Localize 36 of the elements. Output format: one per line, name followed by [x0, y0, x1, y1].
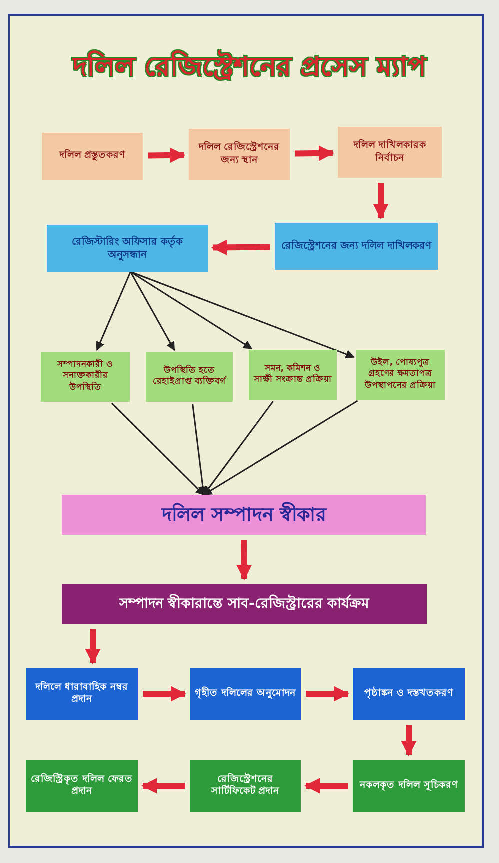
process-banner: সম্পাদন স্বীকারান্তে সাব-রেজিস্ট্রারের কার্যক্রম — [62, 584, 427, 624]
process-box: রেজিস্টারিং অফিসার কর্তৃক অনুসন্ধান — [47, 225, 208, 272]
arrow — [306, 686, 350, 702]
process-box: রেজিস্ট্রেশনের জন্য দলিল দাখিলকরণ — [275, 223, 438, 270]
process-box: সম্পাদনকারী ও সনাক্তকারীর উপস্থিতি — [41, 352, 130, 402]
arrow — [148, 148, 186, 164]
arrow — [373, 183, 389, 220]
process-box: দলিলে ধারাবাহিক নম্বর প্রদান — [26, 668, 138, 720]
process-box: গৃহীত দলিলের অনুমোদন — [190, 668, 301, 720]
arrow — [203, 400, 358, 496]
arrow — [192, 404, 208, 496]
arrow — [401, 725, 417, 757]
arrow — [130, 271, 355, 359]
process-box: দলিল রেজিস্ট্রেশনের জন্য স্থান — [189, 129, 290, 180]
arrow — [111, 402, 205, 496]
title: দলিল রেজিস্ট্রেশনের প্রসেস ম্যাপ — [71, 49, 428, 85]
process-box: দলিল প্রস্তুতকরণ — [42, 133, 143, 180]
arrow — [304, 778, 348, 794]
process-box: পৃষ্ঠাঙ্কন ও দস্তখতকরণ — [353, 668, 465, 720]
process-box: দলিল দাখিলকারক নির্বাচন — [338, 127, 442, 178]
arrow — [85, 629, 101, 665]
arrow — [143, 686, 187, 702]
arrow — [141, 778, 185, 794]
process-box: রেজিস্ট্রিকৃত দলিল ফেরত প্রদান — [26, 760, 138, 812]
process-box: রেজিস্ট্রেশনের সার্টিফিকেট প্রদান — [190, 760, 301, 812]
process-box: সমন, কমিশন ও সাক্ষী সংক্রান্ত প্রক্রিয়া — [249, 350, 337, 400]
arrow — [294, 146, 335, 162]
arrow — [236, 540, 252, 581]
process-box: উইল, পোষ্যপুত্র গ্রহণের ক্ষমতাপত্র উপস্থাপনের প্রক্রিয়া — [356, 350, 445, 400]
arrow — [211, 240, 270, 256]
arrow — [96, 272, 132, 352]
process-box: উপস্থিতি হতে রেহাইপ্রাপ্ত ব্যক্তিবর্গ — [146, 352, 233, 402]
process-box: নকলকৃত দলিল সূচিকরণ — [353, 760, 465, 812]
arrow — [130, 271, 253, 350]
arrow — [130, 272, 176, 352]
process-banner: দলিল সম্পাদন স্বীকার — [62, 495, 426, 535]
